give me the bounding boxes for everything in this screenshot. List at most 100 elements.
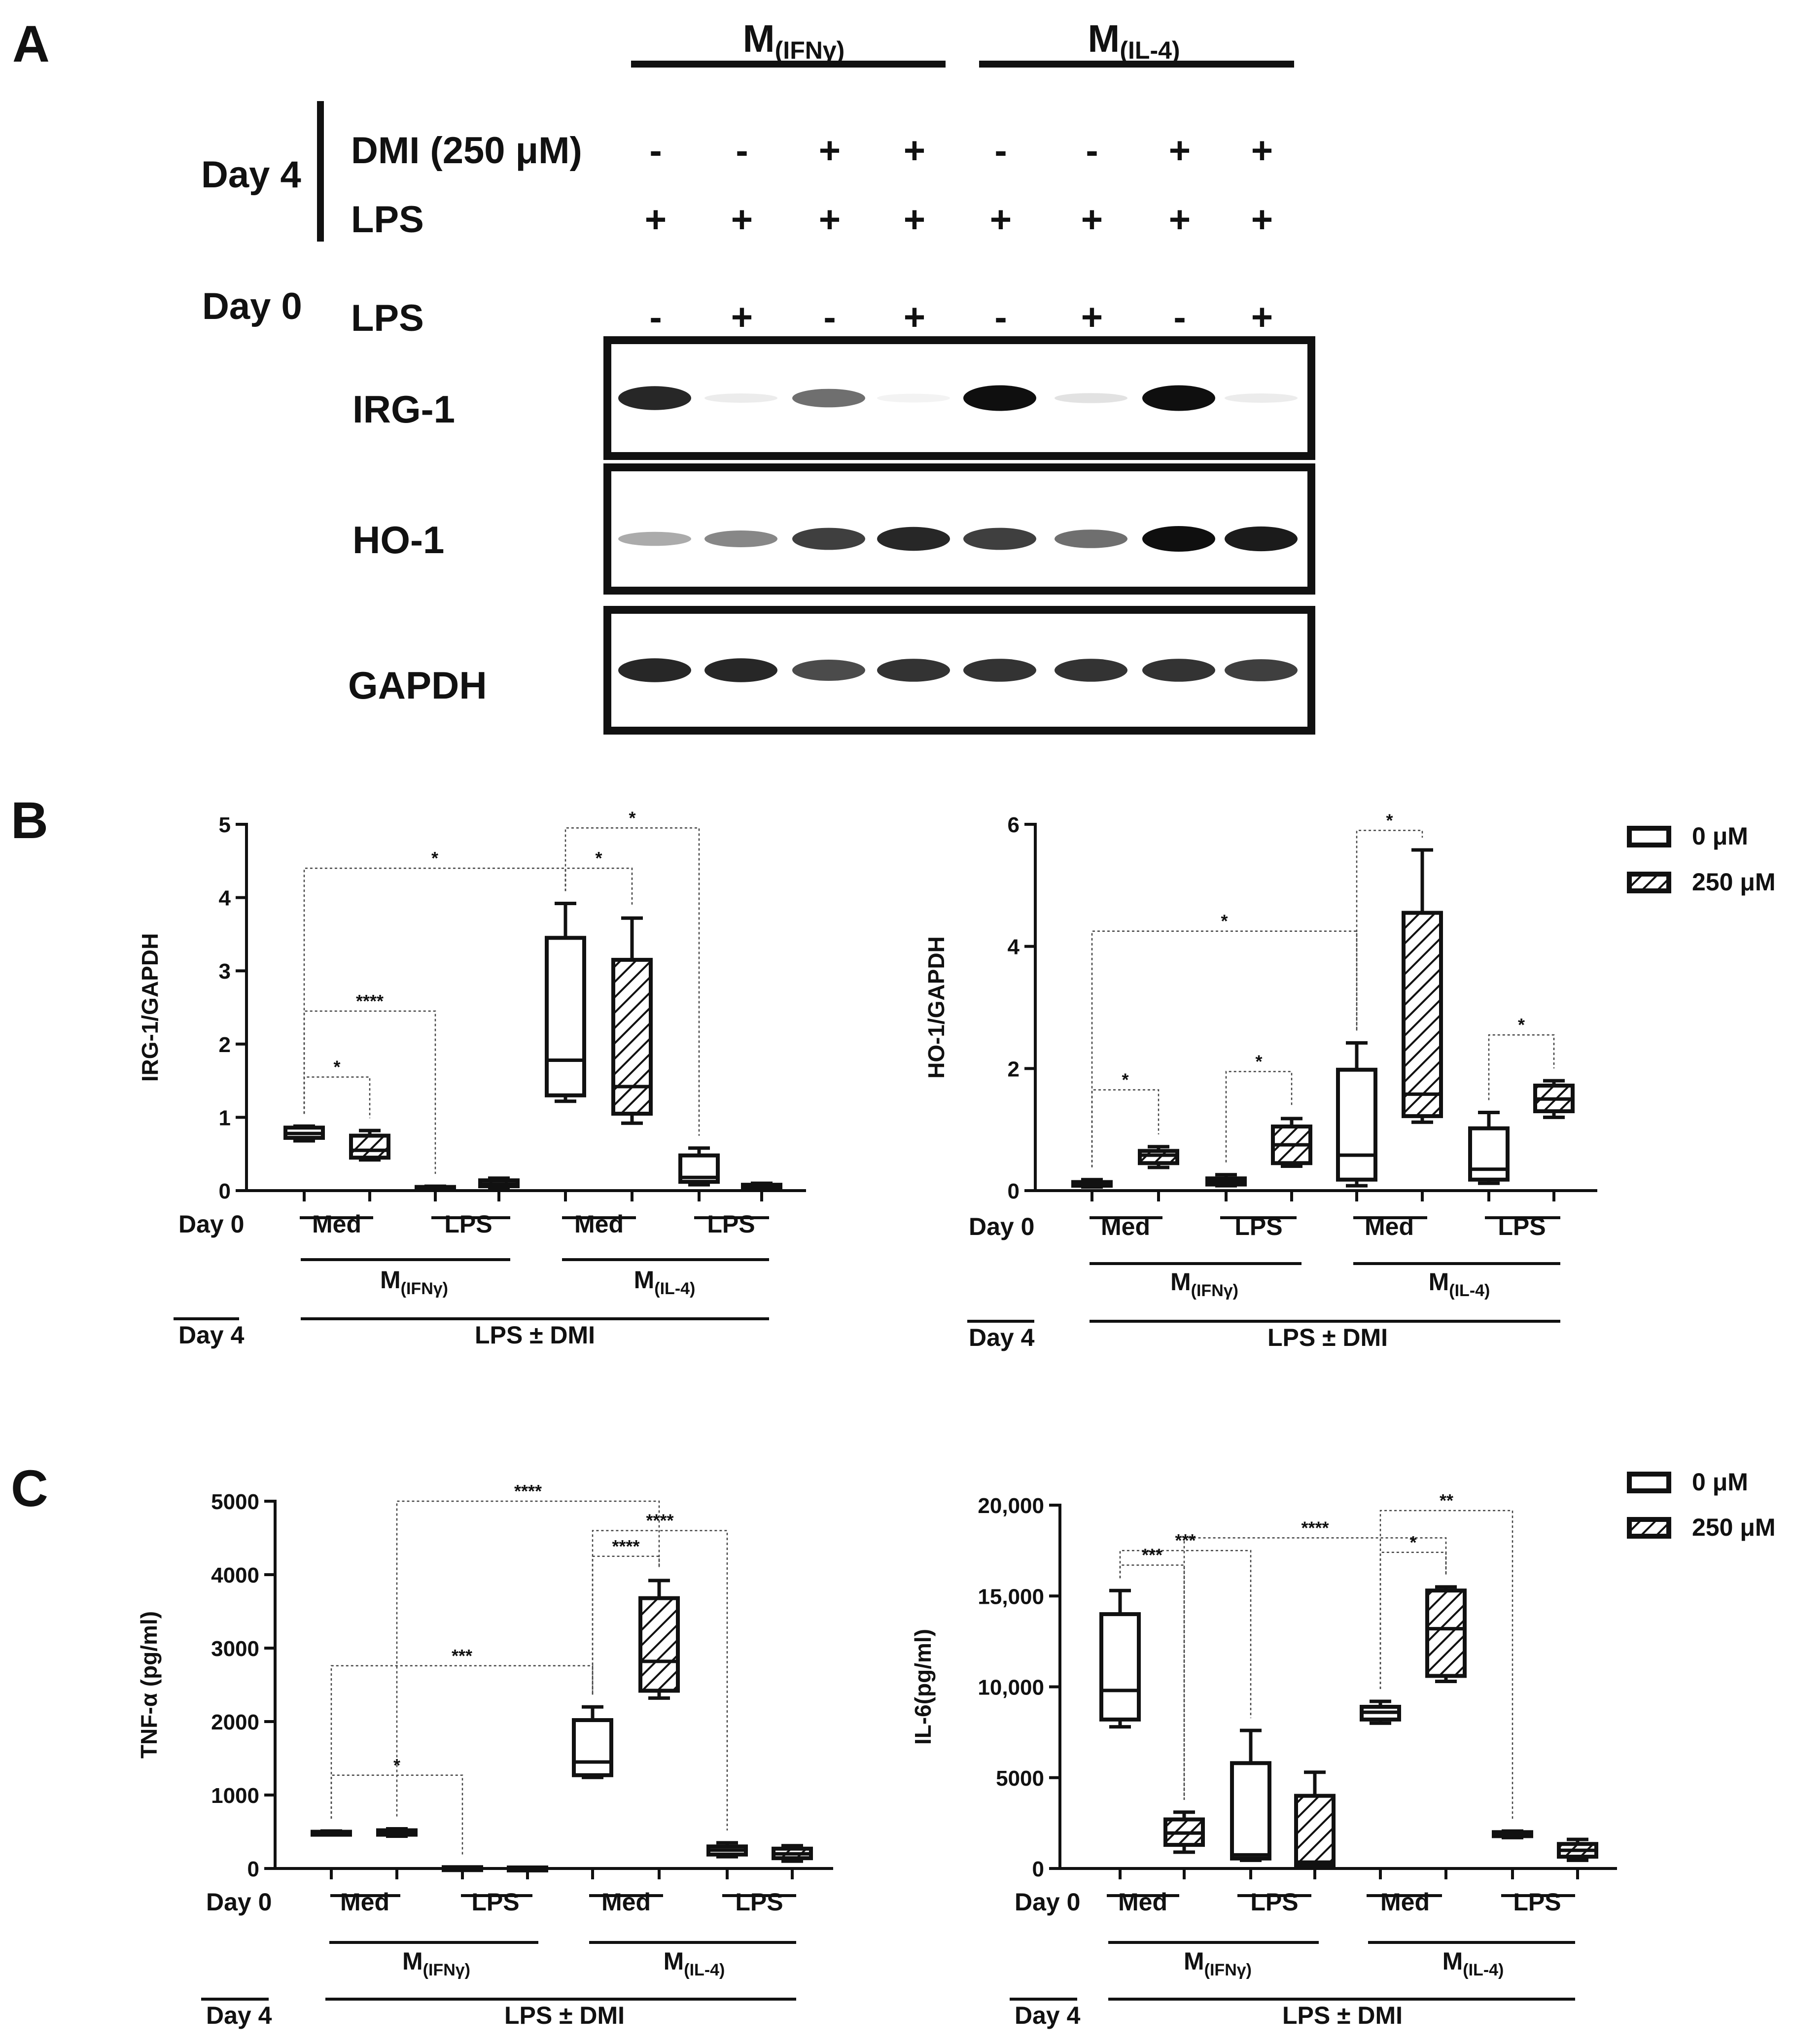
day4-label-1: Day 4: [969, 1324, 1035, 1351]
row-2-lane-0: -: [649, 296, 662, 338]
y-tick-label-2-2: 2000: [211, 1710, 259, 1734]
treatment-label-2: LPS ± DMI: [504, 2002, 625, 2029]
row-2-lane-5: +: [1081, 296, 1103, 338]
panel-a-letter: A: [12, 15, 50, 73]
legend-c-label-1: 250 μM: [1692, 1514, 1776, 1541]
significance-bracket-1-1: [1091, 930, 1358, 1167]
significance-bracket-1-3: [1091, 1089, 1160, 1167]
day0-label-1: Day 0: [969, 1213, 1034, 1240]
y-tick-label-3-4: 20,000: [978, 1494, 1044, 1518]
group2-main: M: [1442, 1947, 1463, 1975]
box-body-1-1: [1138, 1149, 1179, 1165]
group2-main: M: [664, 1947, 684, 1975]
blot-1-band-3: [877, 527, 950, 551]
row-1-lane-4: +: [990, 199, 1012, 241]
box-1-2: [1205, 1173, 1247, 1188]
blot-2-band-6: [1142, 659, 1215, 682]
box-2-7: [772, 1844, 813, 1863]
significance-label-3-1: ****: [1301, 1517, 1329, 1538]
row-1-lane-3: +: [904, 199, 925, 241]
box-1-1: [1138, 1145, 1179, 1169]
day4-label: Day 4: [201, 154, 301, 196]
row-1-lane-6: +: [1169, 199, 1191, 241]
box-3-6: [1492, 1829, 1533, 1839]
treatment-label-1: LPS ± DMI: [1267, 1324, 1388, 1351]
blot-1-band-6: [1142, 526, 1215, 552]
lps-label-3: LPS: [1250, 1888, 1298, 1916]
panel-b-letter: B: [11, 792, 48, 849]
box-1-6: [1468, 1110, 1510, 1185]
lps-label-2-2: LPS: [735, 1888, 783, 1916]
y-tick-label-3-0: 0: [1032, 1857, 1044, 1881]
box-3-0: [1099, 1588, 1141, 1729]
y-tick-label-0-0: 0: [219, 1179, 231, 1203]
box-1-0: [1071, 1178, 1113, 1189]
box-2-2: [442, 1865, 483, 1872]
blot-1-band-4: [963, 528, 1036, 550]
blot-label-0: IRG-1: [352, 388, 455, 431]
box-3-7: [1557, 1837, 1598, 1862]
row-1-lane-2: +: [819, 199, 841, 241]
box-body-3-5: [1425, 1588, 1467, 1678]
box-3-1: [1163, 1810, 1205, 1854]
y-axis-label-0: IRG-1/GAPDH: [137, 933, 163, 1082]
legend-b-label-1: 250 μM: [1692, 868, 1776, 896]
legend-b-label-0: 0 μM: [1692, 822, 1748, 850]
group2-sub: (IL-4): [1449, 1281, 1490, 1300]
y-tick-label-1-3: 6: [1008, 813, 1020, 837]
box-0-7: [741, 1181, 782, 1191]
blot-1-band-5: [1055, 529, 1127, 548]
group2-main: M: [1429, 1268, 1449, 1296]
blot-1-band-2: [792, 528, 865, 550]
y-tick-label-2-3: 3000: [211, 1637, 259, 1661]
med-label-2-0: Med: [574, 1210, 624, 1238]
significance-label-3-4: ***: [1142, 1545, 1162, 1565]
significance-bracket-2-3: [330, 1665, 594, 1819]
blot-label-2: GAPDH: [348, 664, 487, 707]
day4-label-3: Day 4: [1015, 2002, 1081, 2029]
blot-0-band-5: [1055, 393, 1127, 403]
significance-label-2-3: ***: [452, 1646, 472, 1666]
legend-c-label-0: 0 μM: [1692, 1468, 1748, 1496]
group1-main: M: [380, 1266, 401, 1294]
group1-main: M: [1184, 1947, 1204, 1975]
blot-1-band-7: [1225, 526, 1298, 552]
significance-label-0-4: *: [333, 1057, 340, 1077]
significance-bracket-0-2: [564, 867, 633, 906]
box-2-3: [507, 1865, 548, 1872]
day4-label-2: Day 4: [206, 2002, 272, 2029]
day0-label-3: Day 0: [1015, 1888, 1080, 1916]
box-body-2-5: [638, 1596, 680, 1693]
condition-rows: DMI (250 μM)--++--++LPS++++++++LPS-+-+-+…: [351, 130, 1273, 339]
significance-bracket-2-2: [592, 1555, 660, 1695]
box-3-5: [1425, 1585, 1467, 1683]
box-2-1: [376, 1827, 418, 1838]
significance-label-1-0: *: [1386, 810, 1393, 830]
row-1-lane-1: +: [731, 199, 753, 241]
group1-sub: (IFNγ): [401, 1279, 448, 1298]
group1-sub: (IFNγ): [1204, 1961, 1252, 1979]
chart-il6: 0500010,00015,00020,000IL-6(pg/ml)******…: [910, 1490, 1617, 2029]
box-body-1-4: [1336, 1067, 1377, 1182]
group2-sub: (IL-4): [654, 1279, 695, 1298]
med-label-2-3: Med: [1380, 1888, 1430, 1916]
box-3-2: [1230, 1728, 1271, 1862]
row-2-lane-2: -: [823, 296, 836, 338]
y-tick-label-2-5: 5000: [211, 1490, 259, 1514]
significance-label-0-3: ****: [356, 991, 384, 1011]
day0-label-0: Day 0: [178, 1210, 244, 1238]
significance-label-2-4: *: [393, 1755, 400, 1775]
y-tick-label-1-0: 0: [1008, 1179, 1020, 1203]
blot-label-1: HO-1: [352, 518, 444, 562]
significance-bracket-3-1: [1183, 1537, 1447, 1800]
y-axis-label-1: HO-1/GAPDH: [923, 936, 949, 1079]
row-0-lane-0: -: [649, 130, 662, 172]
row-0-lane-6: +: [1169, 130, 1191, 172]
significance-bracket-1-4: [1225, 1071, 1293, 1163]
box-body-0-5: [611, 957, 653, 1116]
row-2-lane-7: +: [1251, 296, 1273, 338]
blot-1-band-0: [618, 531, 691, 546]
significance-bracket-3-4: [1119, 1564, 1185, 1800]
row-1-lane-7: +: [1251, 199, 1273, 241]
